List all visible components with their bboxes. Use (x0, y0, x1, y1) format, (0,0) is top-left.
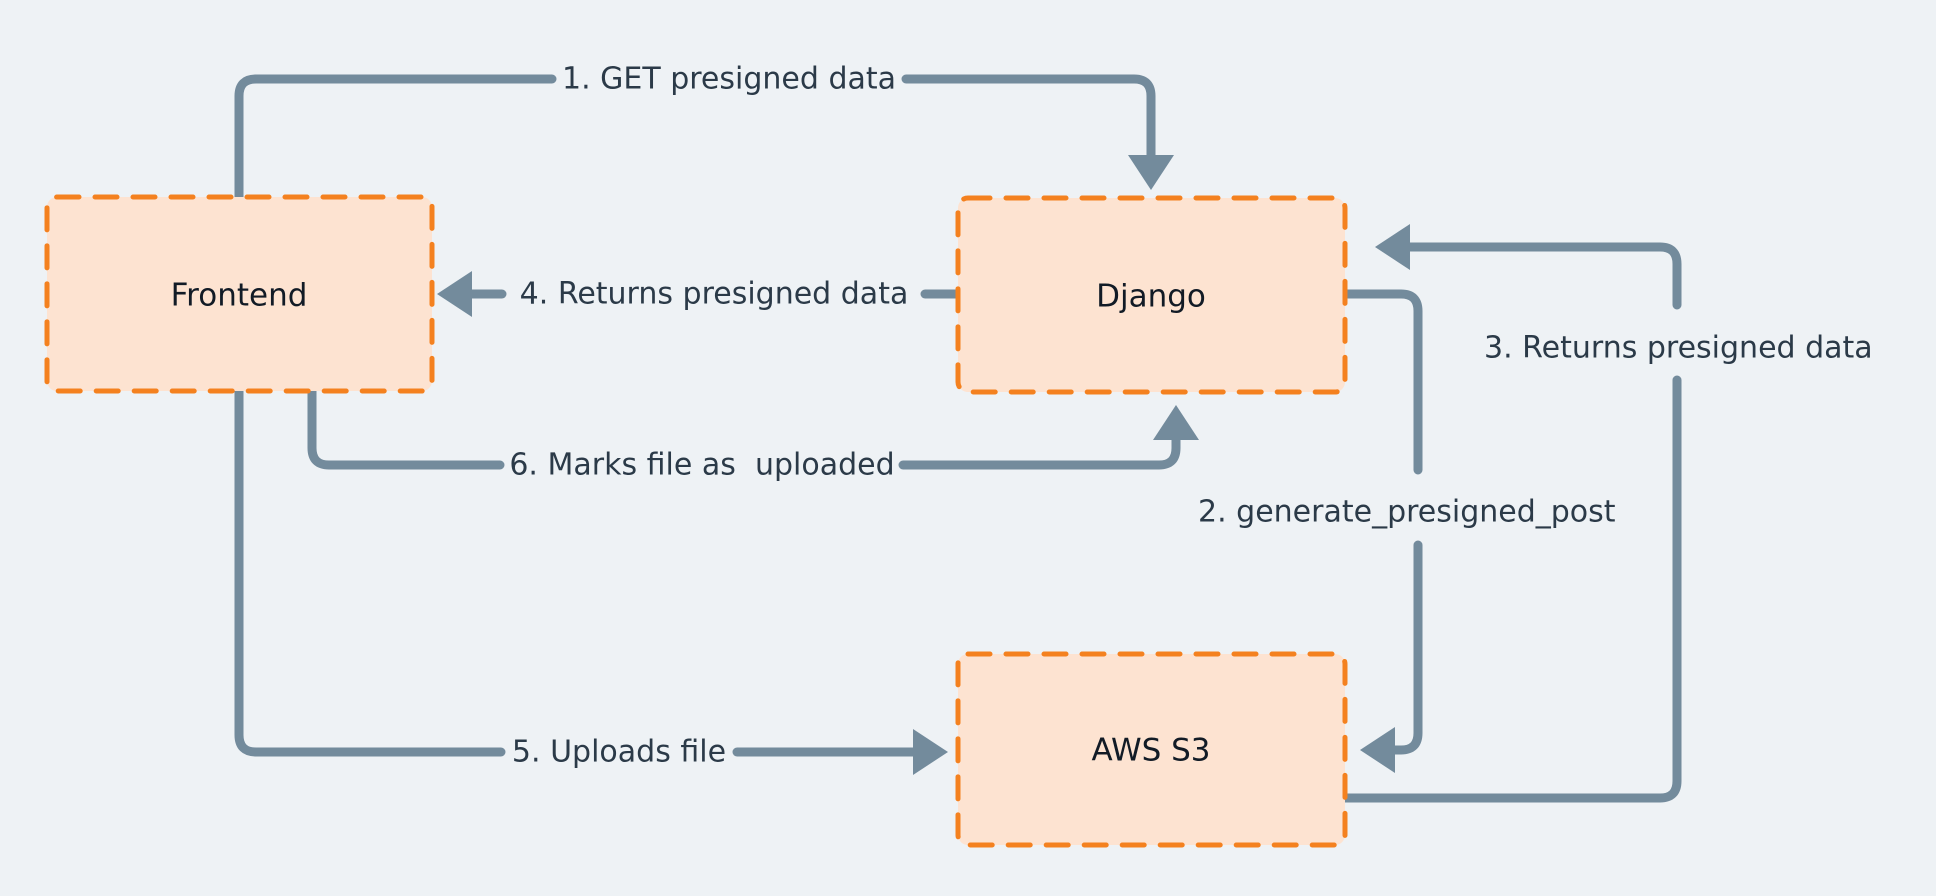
edge-1-label: 1. GET presigned data (562, 62, 896, 97)
edge-4-label: 4. Returns presigned data (520, 277, 909, 312)
edge-1-line-left (234, 74, 557, 202)
edge-5-label: 5. Uploads file (512, 735, 726, 770)
node-frontend-box[interactable] (44, 194, 435, 394)
edge-4-arrowhead (437, 271, 472, 317)
edge-1-arrowhead (1128, 155, 1174, 190)
node-frontend-label: Frontend (171, 278, 308, 314)
edge-6-line-right (898, 428, 1181, 470)
node-django-box[interactable] (955, 195, 1348, 395)
edge-2-generate-presigned-post: 2. generate_presigned_post (1198, 289, 1616, 773)
node-django-label: Django (1096, 279, 1206, 315)
edge-2-line-lower (1385, 540, 1423, 755)
edge-3-line-lower (1340, 375, 1682, 803)
node-frontend[interactable]: Frontend (44, 194, 435, 394)
edge-5-uploads-file: 5. Uploads file (234, 386, 948, 775)
edge-5-arrowhead (913, 729, 948, 775)
edge-6-line-left (307, 386, 505, 470)
edge-2-arrowhead (1360, 727, 1395, 773)
edge-1-line-right (901, 74, 1156, 167)
edge-2-line-upper (1340, 289, 1423, 475)
node-aws-s3-box[interactable] (955, 651, 1348, 848)
node-django[interactable]: Django (955, 195, 1348, 395)
edge-3-returns-presigned-data: 3. Returns presigned data (1340, 224, 1873, 803)
edge-5-line-left (234, 386, 506, 757)
edge-3-line-upper (1400, 242, 1682, 310)
edge-4-returns-presigned-data: 4. Returns presigned data (437, 271, 963, 317)
edge-2-label: 2. generate_presigned_post (1198, 495, 1616, 530)
node-aws-s3[interactable]: AWS S3 (955, 651, 1348, 848)
edge-3-arrowhead (1375, 224, 1410, 270)
edge-6-arrowhead (1153, 405, 1199, 440)
edge-6-marks-file-as-uploaded: 6. Marks file as uploaded (307, 386, 1199, 483)
edge-1-get-presigned-data: 1. GET presigned data (234, 62, 1174, 202)
node-aws-s3-label: AWS S3 (1091, 733, 1210, 769)
edge-3-label: 3. Returns presigned data (1484, 331, 1873, 366)
edge-6-label: 6. Marks file as uploaded (509, 448, 894, 483)
